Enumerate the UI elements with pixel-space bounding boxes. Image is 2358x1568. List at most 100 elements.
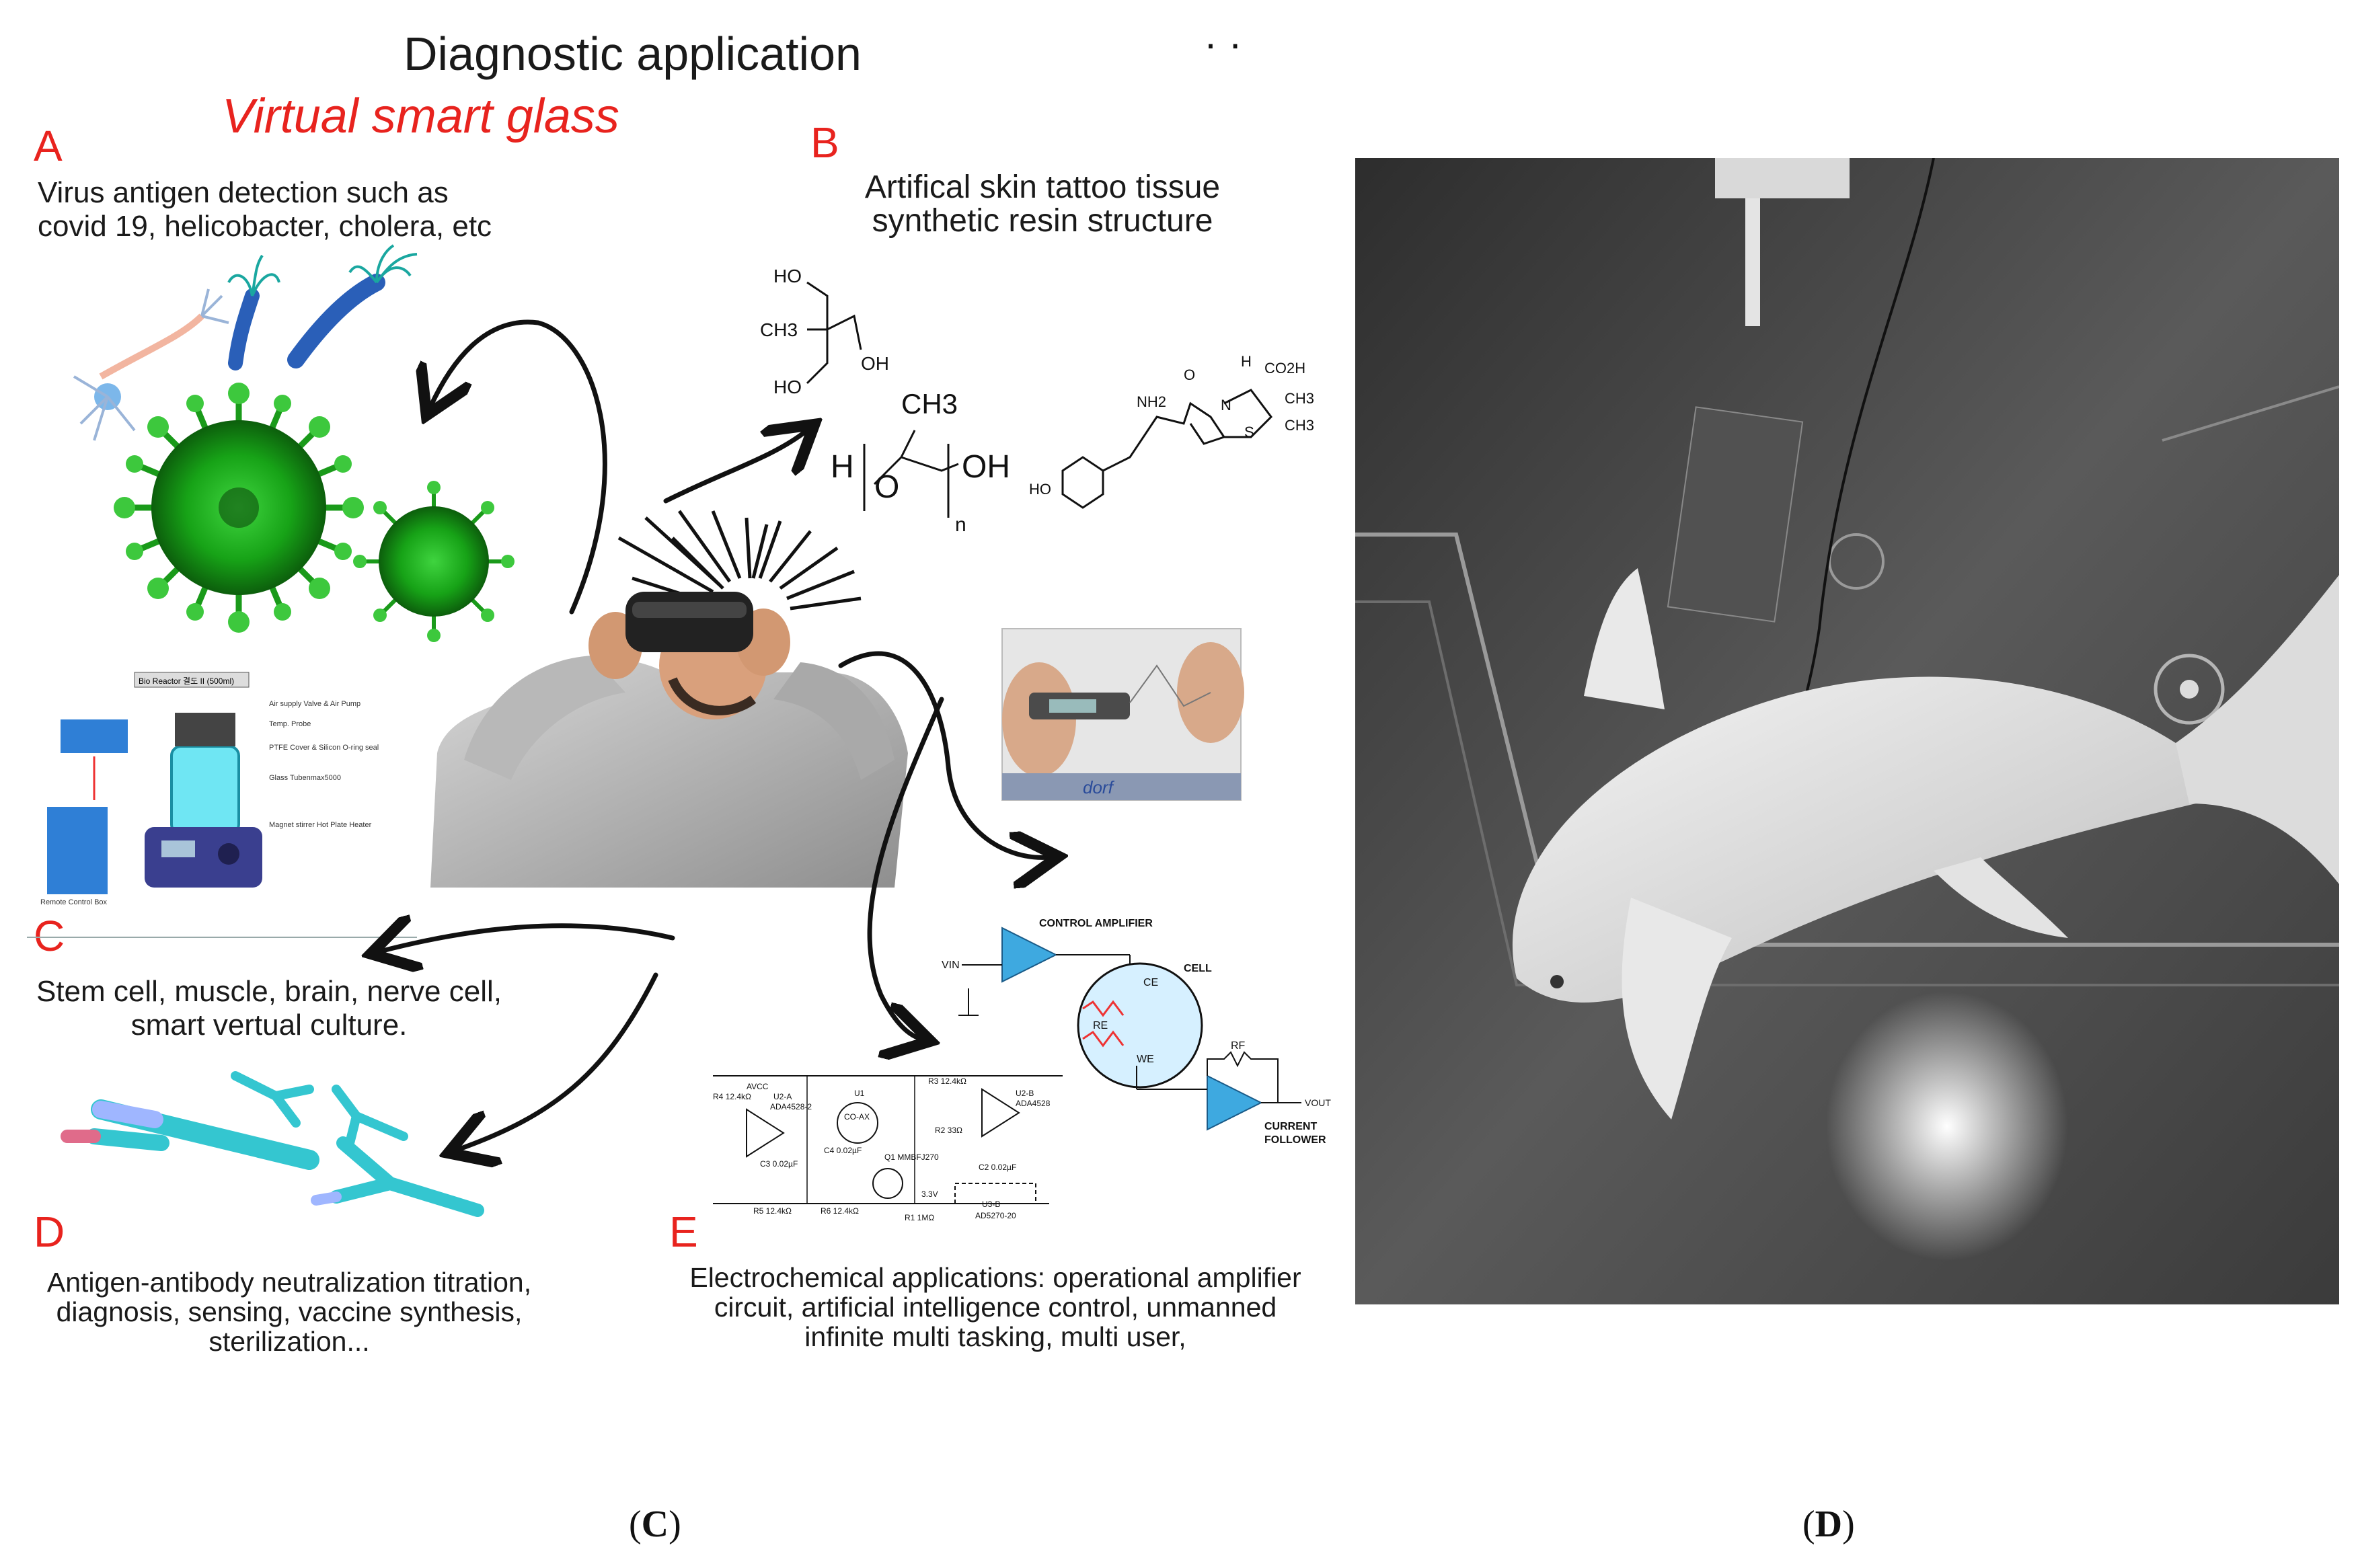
chem-amp-ho: HO: [1029, 481, 1051, 498]
chem-amp-ch3b: CH3: [1285, 417, 1314, 434]
circuit-vin: VIN: [942, 959, 960, 971]
neuron-illustration: [73, 288, 229, 441]
arrow-to-photo: [838, 651, 1049, 857]
reactor-label-1: Air supply Valve & Air Pump: [269, 700, 360, 708]
section-e-text: Electrochemical applications: operationa…: [662, 1263, 1328, 1351]
circuit-current-follower-2: FOLLOWER: [1264, 1134, 1326, 1146]
section-a-text: Virus antigen detection such as covid 19…: [38, 176, 492, 243]
chem-oh1: OH: [861, 353, 889, 374]
chem-poly-oh: OH: [962, 449, 1010, 485]
chem-poly-n: n: [955, 514, 966, 536]
sch-r6: R6 12.4kΩ: [821, 1206, 859, 1216]
photo-label: dorf: [1083, 777, 1115, 797]
diagram-title: Diagnostic application: [404, 28, 862, 80]
spiky-hair: [617, 510, 862, 611]
caption-left: (C): [629, 1503, 681, 1545]
caption-left-letter: C: [641, 1503, 669, 1545]
sch-c2: C2 0.02µF: [979, 1163, 1016, 1172]
circuit-diagram-schematic: R4 12.4kΩ AVCC U2-A ADA4528-2 U1 CO-AX R…: [713, 1075, 1063, 1222]
section-d-letter: D: [34, 1208, 65, 1256]
section-c-letter: C: [34, 912, 65, 960]
koi-fish: [1512, 568, 2339, 1120]
arrow-to-d: [457, 972, 658, 1150]
arrow-to-b: [663, 430, 807, 504]
sch-q1: Q1 MMBFJ270: [884, 1152, 939, 1162]
section-e-letter: E: [669, 1208, 698, 1256]
circuit-current-follower: CURRENT: [1264, 1121, 1317, 1132]
section-b-line1: Artifical skin tattoo tissue: [864, 169, 1221, 205]
sch-r2: R2 33Ω: [935, 1126, 962, 1135]
sch-v33: 3.3V: [921, 1189, 938, 1199]
section-a-line1: Virus antigen detection such as: [38, 176, 449, 209]
circuit-we: WE: [1137, 1054, 1154, 1065]
chemical-structures: HO CH3 OH HO CH3 H O OH n H CO2H NH2 CH3…: [760, 266, 1314, 536]
circuit-re: RE: [1093, 1020, 1108, 1031]
section-e-line2: circuit, artificial intelligence control…: [714, 1292, 1277, 1323]
sch-c3: C3 0.02µF: [760, 1159, 798, 1169]
chem-amp-n: N: [1221, 397, 1231, 414]
section-c-divider: [27, 937, 417, 938]
circuit-cell: CELL: [1184, 963, 1212, 974]
person-vr-headset: [430, 510, 908, 888]
reactor-title: Bio Reactor 결도 II (500ml): [139, 676, 234, 686]
section-a-letter: A: [34, 122, 63, 170]
sch-r4: R4 12.4kΩ: [713, 1092, 751, 1101]
chem-amp-nh2: NH2: [1137, 393, 1166, 410]
diagram-subtitle: Virtual smart glass: [222, 89, 619, 143]
sch-u3b: U3-B: [982, 1200, 1000, 1209]
arrow-to-a: [430, 319, 607, 615]
sch-r3: R3 12.4kΩ: [928, 1076, 966, 1086]
bioreactor-illustration: Bio Reactor 결도 II (500ml) Air supply Val…: [40, 672, 379, 906]
coronavirus-large: [114, 383, 364, 633]
caption-right: (D): [1802, 1503, 1855, 1545]
reactor-label-2: Temp. Probe: [269, 720, 311, 728]
reactor-label-3: PTFE Cover & Silicon O-ring seal: [269, 744, 379, 752]
chem-ch3: CH3: [760, 319, 798, 340]
top-dots: · ·: [1204, 21, 1242, 66]
reactor-label-4: Glass Tubenmax5000: [269, 774, 341, 782]
section-b-line2: synthetic resin structure: [872, 203, 1213, 239]
circuit-rf: RF: [1231, 1040, 1246, 1052]
arrow-to-e: [867, 697, 944, 1039]
circuit-control-amp: CONTROL AMPLIFIER: [1039, 918, 1153, 929]
coronavirus-small: [353, 481, 515, 642]
section-c-line1: Stem cell, muscle, brain, nerve cell,: [36, 975, 502, 1008]
flow-arrows: [380, 319, 1049, 1150]
arrow-to-c: [380, 926, 675, 951]
sch-ada1: ADA4528-2: [770, 1102, 812, 1111]
chem-poly-ch3: CH3: [901, 388, 958, 420]
chem-ho1: HO: [773, 266, 802, 286]
koi-fish-photo: [1355, 158, 2339, 1304]
section-b-text: Artifical skin tattoo tissue synthetic r…: [794, 171, 1291, 238]
chem-poly-o: O: [874, 469, 899, 505]
section-c-text: Stem cell, muscle, brain, nerve cell, sm…: [27, 975, 511, 1042]
section-e-line3: infinite multi tasking, multi user,: [804, 1321, 1186, 1352]
circuit-ce: CE: [1143, 977, 1158, 988]
sch-ad5270: AD5270-20: [975, 1211, 1016, 1220]
sch-r1: R1 1MΩ: [905, 1213, 934, 1222]
section-d-text: Antigen-antibody neutralization titratio…: [20, 1267, 558, 1356]
sch-avcc: AVCC: [747, 1082, 769, 1091]
sch-u2b: U2-B: [1016, 1089, 1034, 1098]
section-d-line1: Antigen-antibody neutralization titratio…: [46, 1267, 532, 1298]
section-a-line2: covid 19, helicobacter, cholera, etc: [38, 210, 492, 243]
chem-poly-h: H: [831, 449, 854, 485]
sch-u2a: U2-A: [773, 1092, 792, 1101]
chem-ho2: HO: [773, 377, 802, 397]
reactor-label-5: Magnet stirrer Hot Plate Heater: [269, 821, 372, 829]
device-photo: dorf: [1001, 628, 1244, 801]
chem-amp-co2h: CO2H: [1264, 360, 1305, 377]
section-b-letter: B: [810, 118, 839, 167]
circuit-diagram-cell: CONTROL AMPLIFIER VIN CELL CE RE WE RF V…: [942, 918, 1331, 1146]
bacteria-illustration: [227, 244, 418, 370]
left-illustrations: Bio Reactor 결도 II (500ml) Air supply Val…: [40, 244, 1331, 1222]
antibody-illustrations: [61, 1071, 484, 1217]
chem-amp-o: O: [1184, 366, 1195, 383]
section-d-line2: diagnosis, sensing, vaccine synthesis,: [56, 1296, 523, 1327]
sch-ada2: ADA4528: [1016, 1099, 1051, 1108]
chem-amp-ch3a: CH3: [1285, 390, 1314, 407]
section-c-line2: smart vertual culture.: [130, 1009, 408, 1042]
chem-amp-h: H: [1241, 353, 1252, 370]
circuit-vout: VOUT: [1305, 1097, 1331, 1108]
sch-c4: C4 0.02µF: [824, 1146, 862, 1155]
